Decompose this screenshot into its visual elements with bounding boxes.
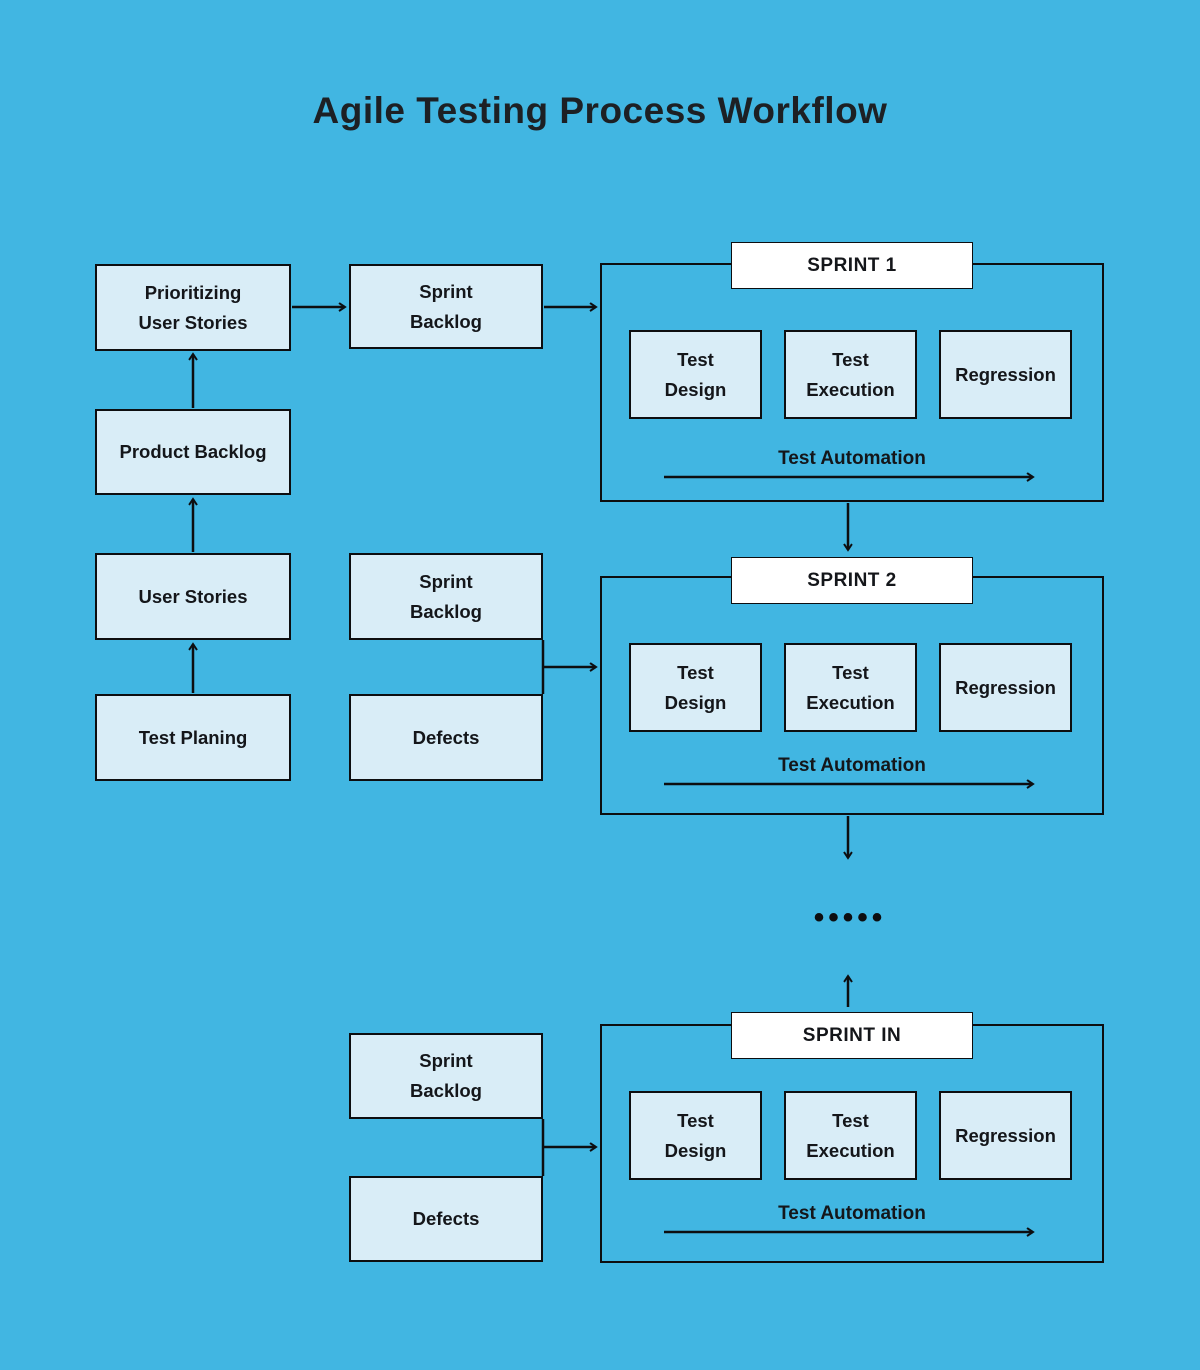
sprint-in-header: SPRINT IN [731,1012,973,1059]
continuation-dots: ••••• [813,901,887,934]
test-automation-label: Test Automation [778,755,926,776]
test-planing-box: Test Planing [95,694,291,781]
sprint-backlog-1-box: Sprint Backlog [349,264,543,349]
test-design-box: Test Design [629,1091,762,1180]
test-automation-label: Test Automation [778,448,926,469]
sprint-in-container: SPRINT IN Test Design Test Execution Reg… [600,1012,1104,1263]
sprint-1-header: SPRINT 1 [731,242,973,289]
sprint-2-container: SPRINT 2 Test Design Test Execution Regr… [600,557,1104,815]
regression-box: Regression [939,330,1072,419]
test-automation-label: Test Automation [778,1203,926,1224]
defects-2-box: Defects [349,694,543,781]
regression-box: Regression [939,1091,1072,1180]
defects-3-box: Defects [349,1176,543,1262]
test-execution-box: Test Execution [784,1091,917,1180]
test-execution-box: Test Execution [784,330,917,419]
test-execution-box: Test Execution [784,643,917,732]
sprint-backlog-3-box: Sprint Backlog [349,1033,543,1119]
sprint-backlog-2-box: Sprint Backlog [349,553,543,640]
sprint-2-header: SPRINT 2 [731,557,973,604]
prioritizing-user-stories-box: Prioritizing User Stories [95,264,291,351]
product-backlog-box: Product Backlog [95,409,291,495]
diagram-title: Agile Testing Process Workflow [312,90,888,131]
user-stories-box: User Stories [95,553,291,640]
sprint-1-container: SPRINT 1 Test Design Test Execution Regr… [600,242,1104,502]
regression-box: Regression [939,643,1072,732]
test-design-box: Test Design [629,643,762,732]
test-design-box: Test Design [629,330,762,419]
